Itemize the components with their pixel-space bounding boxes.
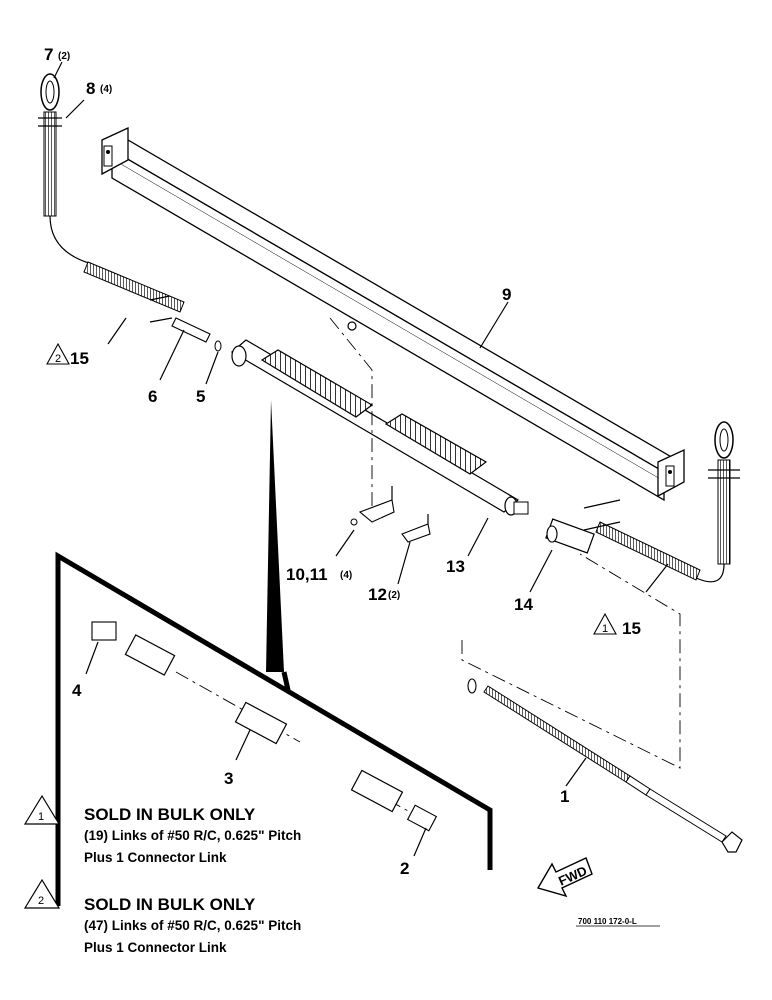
note-1: 1 SOLD IN BULK ONLY (19) Links of #50 R/… — [23, 794, 301, 865]
callout-10-11: 10,11 — [286, 565, 328, 584]
callout-1: 1 — [560, 787, 569, 806]
triangle-marker-1-icon — [593, 612, 617, 635]
callout-6: 6 — [148, 387, 157, 406]
callout-12-qty: (2) — [388, 590, 400, 601]
callout-12: 12 — [368, 585, 387, 604]
center-lines — [175, 317, 681, 813]
callout-14: 14 — [514, 595, 533, 614]
callout-8: 8 — [86, 79, 95, 98]
callout-5: 5 — [196, 387, 205, 406]
note-1-triangle-icon — [23, 794, 61, 825]
threaded-rod — [467, 678, 743, 853]
figure-number: 700 110 172-0-L — [578, 917, 637, 926]
note-1-number: 1 — [38, 811, 44, 823]
note-2-title: SOLD IN BULK ONLY — [84, 895, 256, 914]
callout-3: 3 — [224, 769, 233, 788]
callout-9: 9 — [502, 285, 511, 304]
note-2: 2 SOLD IN BULK ONLY (47) Links of #50 R/… — [23, 878, 301, 955]
callout-10-11-qty: (4) — [340, 570, 352, 581]
callout-13: 13 — [446, 557, 465, 576]
fwd-label: FWD — [556, 863, 589, 889]
triangle-marker-2-label: 2 — [55, 353, 61, 365]
triangle-marker-2-icon — [46, 342, 70, 365]
callout-7: 7 — [44, 45, 53, 64]
note-2-number: 2 — [38, 895, 44, 907]
inset-panel — [55, 400, 493, 906]
note-1-line-2: Plus 1 Connector Link — [84, 850, 227, 865]
callout-4: 4 — [72, 681, 82, 700]
brackets — [350, 486, 431, 543]
cylinder-a — [124, 634, 176, 676]
triangle-markers: 2 1 — [46, 342, 617, 635]
left-chain-assembly — [38, 73, 222, 352]
forward-arrow: FWD — [536, 857, 593, 898]
callout-2: 2 — [400, 859, 409, 878]
right-chain-assembly — [545, 421, 740, 583]
note-1-line-1: (19) Links of #50 R/C, 0.625" Pitch — [84, 828, 301, 843]
beam-tube — [101, 126, 685, 502]
note-2-line-1: (47) Links of #50 R/C, 0.625" Pitch — [84, 918, 301, 933]
callouts: 7 (2) 8 (4) 9 6 5 10,11 (4) 12 (2) 13 14… — [44, 45, 641, 878]
cylinder-b — [350, 769, 404, 813]
triangle-marker-1-label: 1 — [602, 623, 608, 635]
callout-8-qty: (4) — [100, 84, 112, 95]
note-2-triangle-icon — [23, 878, 61, 909]
note-1-title: SOLD IN BULK ONLY — [84, 805, 256, 824]
callout-7-qty: (2) — [58, 51, 70, 62]
callout-15-right: 15 — [622, 619, 641, 638]
callout-15-left: 15 — [70, 349, 89, 368]
note-2-line-2: Plus 1 Connector Link — [84, 940, 227, 955]
leader-lines — [53, 61, 669, 857]
cylinder-3 — [234, 701, 288, 745]
